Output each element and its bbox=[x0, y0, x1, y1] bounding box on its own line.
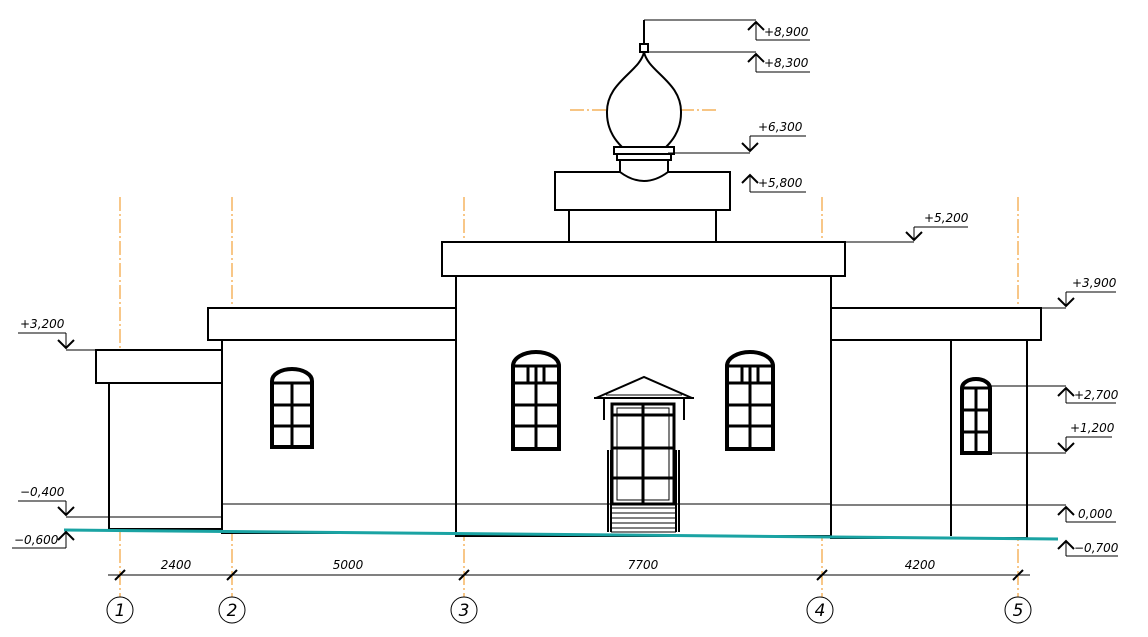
level-mark-porch-roof: +3,200 bbox=[18, 317, 96, 351]
axis-bubbles: 1 2 3 4 5 bbox=[106, 596, 1032, 624]
axis-label: 1 bbox=[115, 601, 126, 621]
left-porch-wall bbox=[108, 382, 223, 530]
level-mark-plinth-left: −0,400 bbox=[18, 485, 109, 518]
level-label: +5,800 bbox=[758, 176, 803, 190]
window-right-wing bbox=[960, 377, 992, 455]
window-central-right bbox=[725, 350, 775, 451]
level-mark-dome-top: +8,300 bbox=[644, 51, 810, 73]
dimension-label-3-4: 7700 bbox=[628, 558, 659, 572]
left-porch-roof bbox=[95, 349, 225, 384]
dome-collar-lower bbox=[616, 153, 672, 161]
level-mark-ground-right: −0,700 bbox=[1057, 539, 1119, 557]
ground-line bbox=[63, 528, 1059, 541]
axis-bubble-4: 4 bbox=[806, 596, 834, 624]
level-label: +3,200 bbox=[20, 317, 65, 331]
level-marks-left: +3,200 −0,400 −0,600 bbox=[12, 317, 109, 549]
dimension-ticks bbox=[114, 569, 1024, 581]
level-label: +5,200 bbox=[924, 211, 969, 225]
level-label: +1,200 bbox=[1070, 421, 1115, 435]
level-mark-drum-base: +5,800 bbox=[741, 173, 806, 193]
level-label: −0,400 bbox=[20, 485, 65, 499]
level-label: +8,300 bbox=[764, 56, 809, 70]
entrance-porch bbox=[594, 375, 694, 533]
level-mark-window-sill: +1,200 bbox=[990, 421, 1115, 454]
level-mark-drum-top: +6,300 bbox=[668, 120, 806, 154]
axis-label: 3 bbox=[459, 601, 470, 621]
level-mark-spire-top: +8,900 bbox=[644, 19, 810, 41]
level-marks: +8,900 +8,300 +6,300 +5,800 bbox=[644, 19, 1119, 557]
building bbox=[95, 20, 1042, 539]
level-mark-central-cornice: +5,200 bbox=[845, 211, 969, 243]
level-label: −0,600 bbox=[14, 533, 59, 547]
axis-bubble-1: 1 bbox=[106, 596, 134, 624]
left-wing-cornice bbox=[207, 307, 457, 341]
axis-bubble-3: 3 bbox=[450, 596, 478, 624]
drum-base bbox=[568, 209, 717, 243]
windows bbox=[270, 350, 992, 455]
level-mark-window-top: +2,700 bbox=[990, 385, 1119, 404]
axis-label: 4 bbox=[815, 601, 826, 621]
dimension-label-1-2: 2400 bbox=[161, 558, 192, 572]
window-central-left bbox=[511, 350, 561, 451]
central-cornice bbox=[441, 241, 846, 277]
dimension-chain: 2400 5000 7700 4200 bbox=[108, 558, 1030, 581]
level-label: −0,700 bbox=[1074, 541, 1119, 555]
level-mark-floor: 0,000 bbox=[1027, 504, 1116, 523]
level-label: +6,300 bbox=[758, 120, 803, 134]
spire-knob bbox=[639, 43, 649, 53]
dimension-label-2-3: 5000 bbox=[333, 558, 364, 572]
level-mark-side-cornice: +3,900 bbox=[1041, 276, 1117, 309]
axis-label: 2 bbox=[227, 601, 238, 621]
dimension-label-4-5: 4200 bbox=[905, 558, 936, 572]
level-label: +2,700 bbox=[1074, 388, 1119, 402]
right-wing-cornice bbox=[830, 307, 1042, 341]
level-label: +3,900 bbox=[1072, 276, 1117, 290]
level-mark-ground-left: −0,600 bbox=[12, 530, 75, 549]
axis-bubble-2: 2 bbox=[218, 596, 246, 624]
level-label: 0,000 bbox=[1078, 507, 1113, 521]
level-label: +8,900 bbox=[764, 25, 809, 39]
window-left-wing bbox=[270, 367, 314, 449]
axis-label: 5 bbox=[1013, 601, 1024, 621]
axis-bubble-5: 5 bbox=[1004, 596, 1032, 624]
right-wing-wall bbox=[830, 339, 1028, 539]
dome-collar bbox=[613, 146, 675, 155]
dome-neck bbox=[619, 159, 669, 182]
onion-dome bbox=[605, 51, 683, 148]
entrance-steps bbox=[611, 507, 676, 533]
